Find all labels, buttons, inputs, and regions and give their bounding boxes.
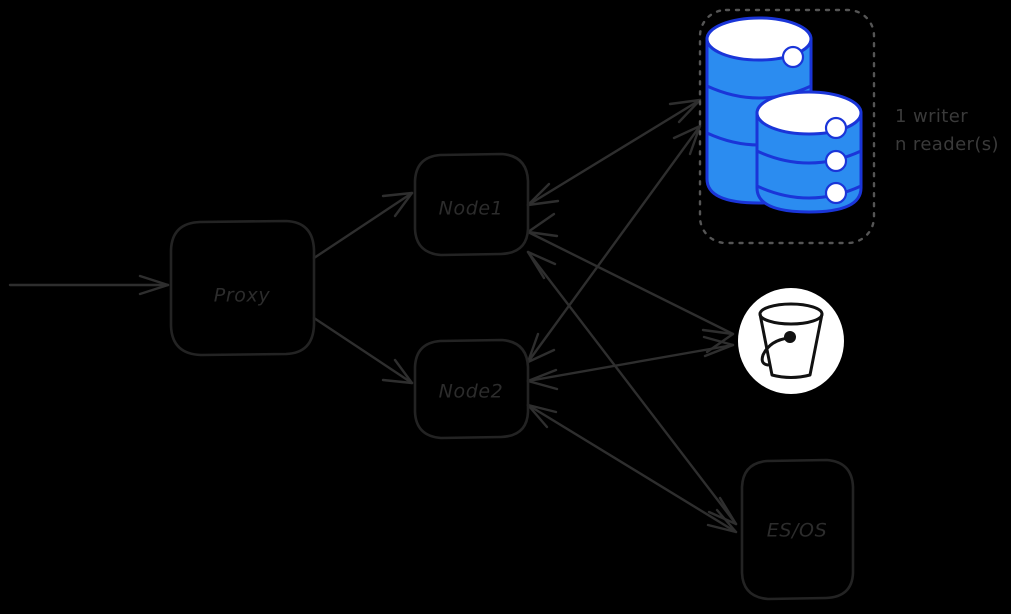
node2-label: Node2 xyxy=(439,381,504,403)
connection-node2-to-esos xyxy=(526,403,738,534)
connection-node1-to-esos xyxy=(526,250,738,526)
esos-label: ES/OS xyxy=(767,520,827,542)
proxy-label: Proxy xyxy=(214,285,271,307)
database-annotation: 1 writer n reader(s) xyxy=(895,106,999,155)
connection-ingress-to-proxy xyxy=(8,274,170,296)
connection-node1-to-bucket xyxy=(526,212,735,354)
connection-proxy-to-node2 xyxy=(312,316,414,385)
database-cylinder-front xyxy=(755,90,863,214)
storage-bucket-icon[interactable] xyxy=(738,288,844,394)
database-annotation-line2: n reader(s) xyxy=(895,134,999,155)
node2-box[interactable]: Node2 xyxy=(413,338,530,440)
database-annotation-line1: 1 writer xyxy=(895,106,968,127)
connection-proxy-to-node1 xyxy=(312,191,414,260)
node1-label: Node1 xyxy=(439,198,504,220)
connection-node2-to-database xyxy=(526,124,702,364)
node1-box[interactable]: Node1 xyxy=(413,152,530,257)
esos-box[interactable]: ES/OS xyxy=(740,458,855,601)
proxy-box[interactable]: Proxy xyxy=(169,219,316,357)
database-group[interactable] xyxy=(698,8,876,245)
connection-node2-to-bucket xyxy=(526,335,735,391)
database-group-border xyxy=(698,8,876,245)
connection-node1-to-database xyxy=(526,98,702,207)
